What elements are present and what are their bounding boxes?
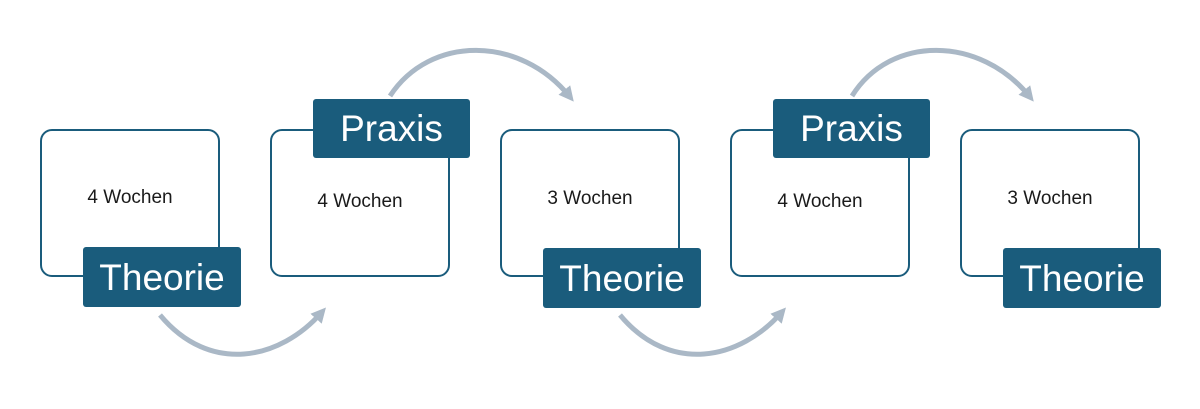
- arrow-3-to-4: [618, 307, 786, 357]
- phase-tag-theorie: Theorie: [543, 248, 701, 308]
- phase-tag-praxis: Praxis: [313, 99, 470, 158]
- phase-duration: 4 Wochen: [87, 187, 173, 208]
- arrow-2-to-3: [387, 47, 574, 102]
- arrow-4-to-5: [849, 47, 1034, 102]
- phase-duration: 4 Wochen: [317, 191, 403, 212]
- arrow-1-to-2: [158, 307, 326, 357]
- phase-duration: 3 Wochen: [547, 188, 633, 209]
- phase-tag-theorie: Theorie: [83, 247, 241, 307]
- phase-duration: 3 Wochen: [1007, 188, 1093, 209]
- phase-tag-praxis: Praxis: [773, 99, 930, 158]
- phase-tag-theorie: Theorie: [1003, 248, 1161, 308]
- phase-duration: 4 Wochen: [777, 191, 863, 212]
